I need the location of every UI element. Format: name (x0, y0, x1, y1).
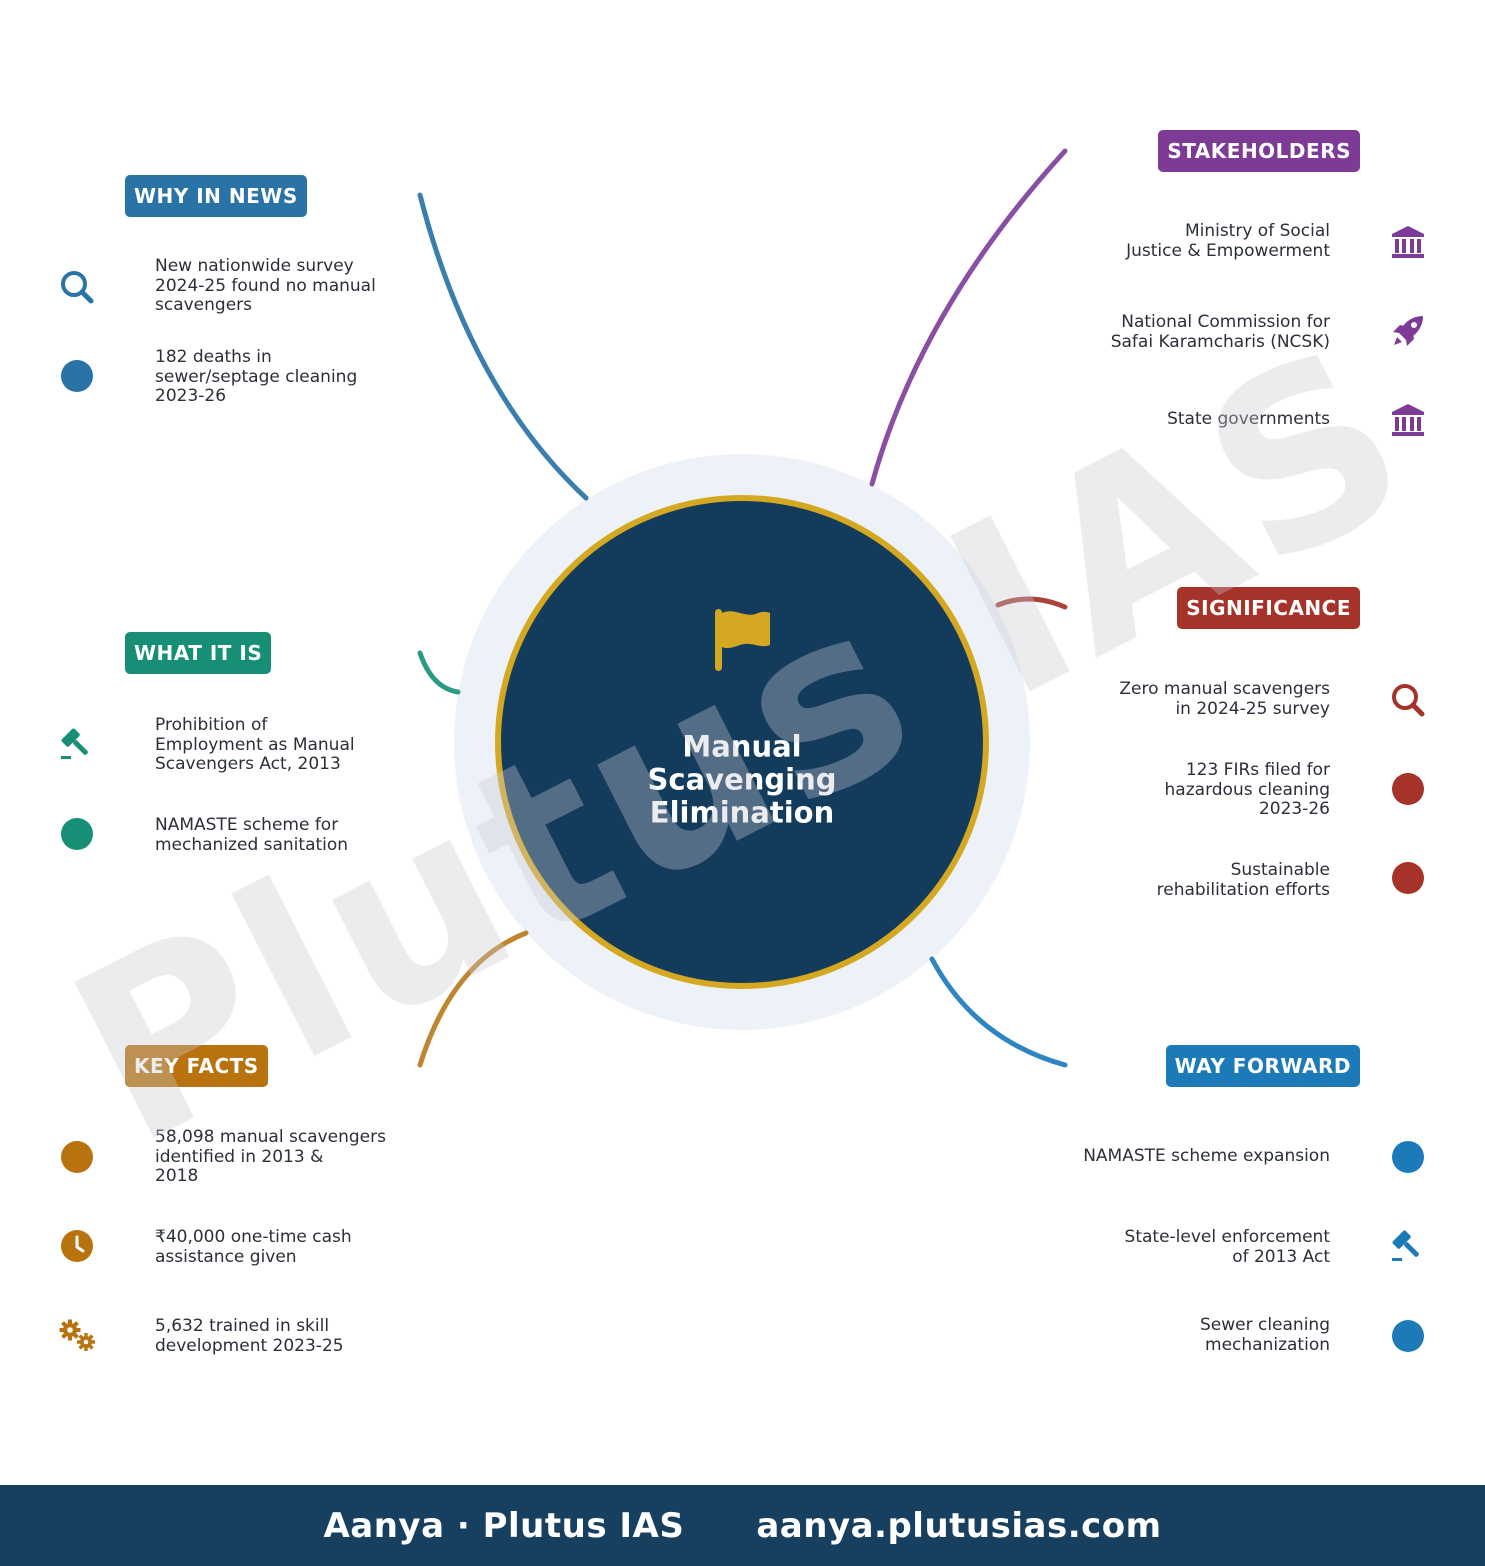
key-facts-item-3-text: 5,632 trained in skill development 2023-… (155, 1316, 344, 1356)
why-in-news-item-2-text: 182 deaths in sewer/septage cleaning 202… (155, 347, 358, 406)
central-topic-title: Manual Scavenging Elimination (647, 729, 837, 830)
why-in-news-item-2: 182 deaths in sewer/septage cleaning 202… (155, 347, 415, 407)
connector-why-in-news (417, 192, 589, 501)
stakeholders-item-2-text: National Commission for Safai Karamchari… (1110, 312, 1330, 352)
significance-item-1-text: Zero manual scavengers in 2024-25 survey (1119, 679, 1330, 719)
key-facts-item-2-text: ₹40,000 one-time cash assistance given (155, 1227, 352, 1267)
significance-item-3: Sustainable rehabilitation efforts (1030, 860, 1330, 900)
what-it-is-item-1: Prohibition of Employment as Manual Scav… (155, 715, 415, 775)
badge-significance: SIGNIFICANCE (1177, 587, 1360, 629)
search-icon (1388, 680, 1428, 720)
institution-icon (1388, 223, 1428, 263)
institution-icon (1388, 401, 1428, 441)
stakeholders-item-3: State governments (1030, 409, 1330, 430)
why-in-news-item-1: New nationwide survey 2024-25 found no m… (155, 256, 415, 316)
gears-icon (57, 1316, 97, 1356)
way-forward-item-3: Sewer cleaning mechanization (1030, 1315, 1330, 1355)
badge-stakeholders: STAKEHOLDERS (1158, 130, 1360, 172)
circle-icon (1388, 858, 1428, 898)
why-in-news-item-1-text: New nationwide survey 2024-25 found no m… (155, 256, 376, 315)
gavel-icon (1388, 1226, 1428, 1266)
center-circle (495, 495, 989, 989)
connector-what-it-is (417, 650, 461, 695)
badge-key-facts: KEY FACTS (125, 1045, 268, 1087)
connector-way-forward (929, 956, 1068, 1068)
significance-item-1: Zero manual scavengers in 2024-25 survey (1030, 679, 1330, 719)
badge-what-it-is: WHAT IT IS (125, 632, 272, 674)
search-icon (57, 267, 97, 307)
way-forward-item-1-text: NAMASTE scheme expansion (1083, 1146, 1330, 1166)
gavel-icon (57, 724, 97, 764)
significance-item-2-text: 123 FIRs filed for hazardous cleaning 20… (1164, 760, 1330, 819)
stakeholders-item-2: National Commission for Safai Karamchari… (1030, 312, 1330, 352)
footer-brand: Aanya · Plutus IAS (323, 1505, 685, 1546)
connector-stakeholders (869, 148, 1068, 487)
stakeholders-item-3-text: State governments (1167, 409, 1330, 429)
circle-icon (1388, 1316, 1428, 1356)
circle-icon (1388, 769, 1428, 809)
stakeholders-item-1: Ministry of Social Justice & Empowerment (1030, 221, 1330, 261)
significance-item-2: 123 FIRs filed for hazardous cleaning 20… (1030, 760, 1330, 820)
clock-icon (57, 1226, 97, 1266)
key-facts-item-2: ₹40,000 one-time cash assistance given (155, 1227, 415, 1267)
what-it-is-item-2: NAMASTE scheme for mechanized sanitation (155, 815, 415, 855)
what-it-is-item-2-text: NAMASTE scheme for mechanized sanitation (155, 815, 349, 855)
way-forward-item-2: State-level enforcement of 2013 Act (1030, 1227, 1330, 1267)
key-facts-item-1-text: 58,098 manual scavengers identified in 2… (155, 1127, 386, 1186)
key-facts-item-1: 58,098 manual scavengers identified in 2… (155, 1127, 425, 1187)
circle-icon (57, 1137, 97, 1177)
way-forward-item-1: NAMASTE scheme expansion (1030, 1146, 1330, 1167)
badge-why-in-news: WHY IN NEWS (125, 175, 307, 217)
circle-icon (1388, 1137, 1428, 1177)
flag-icon (712, 605, 774, 675)
circle-icon (57, 356, 97, 396)
key-facts-item-3: 5,632 trained in skill development 2023-… (155, 1316, 415, 1356)
connector-key-facts (417, 930, 529, 1068)
significance-item-3-text: Sustainable rehabilitation efforts (1156, 860, 1330, 900)
stakeholders-item-1-text: Ministry of Social Justice & Empowerment (1126, 221, 1330, 261)
way-forward-item-3-text: Sewer cleaning mechanization (1199, 1315, 1330, 1355)
footer-website-link[interactable]: aanya.plutusias.com (756, 1505, 1162, 1546)
connector-significance (995, 596, 1068, 610)
rocket-icon (1388, 311, 1428, 351)
circle-icon (57, 814, 97, 854)
footer-bar: Aanya · Plutus IAS aanya.plutusias.com (0, 1485, 1485, 1566)
what-it-is-item-1-text: Prohibition of Employment as Manual Scav… (155, 715, 355, 774)
way-forward-item-2-text: State-level enforcement of 2013 Act (1124, 1227, 1330, 1267)
badge-way-forward: WAY FORWARD (1165, 1045, 1360, 1087)
